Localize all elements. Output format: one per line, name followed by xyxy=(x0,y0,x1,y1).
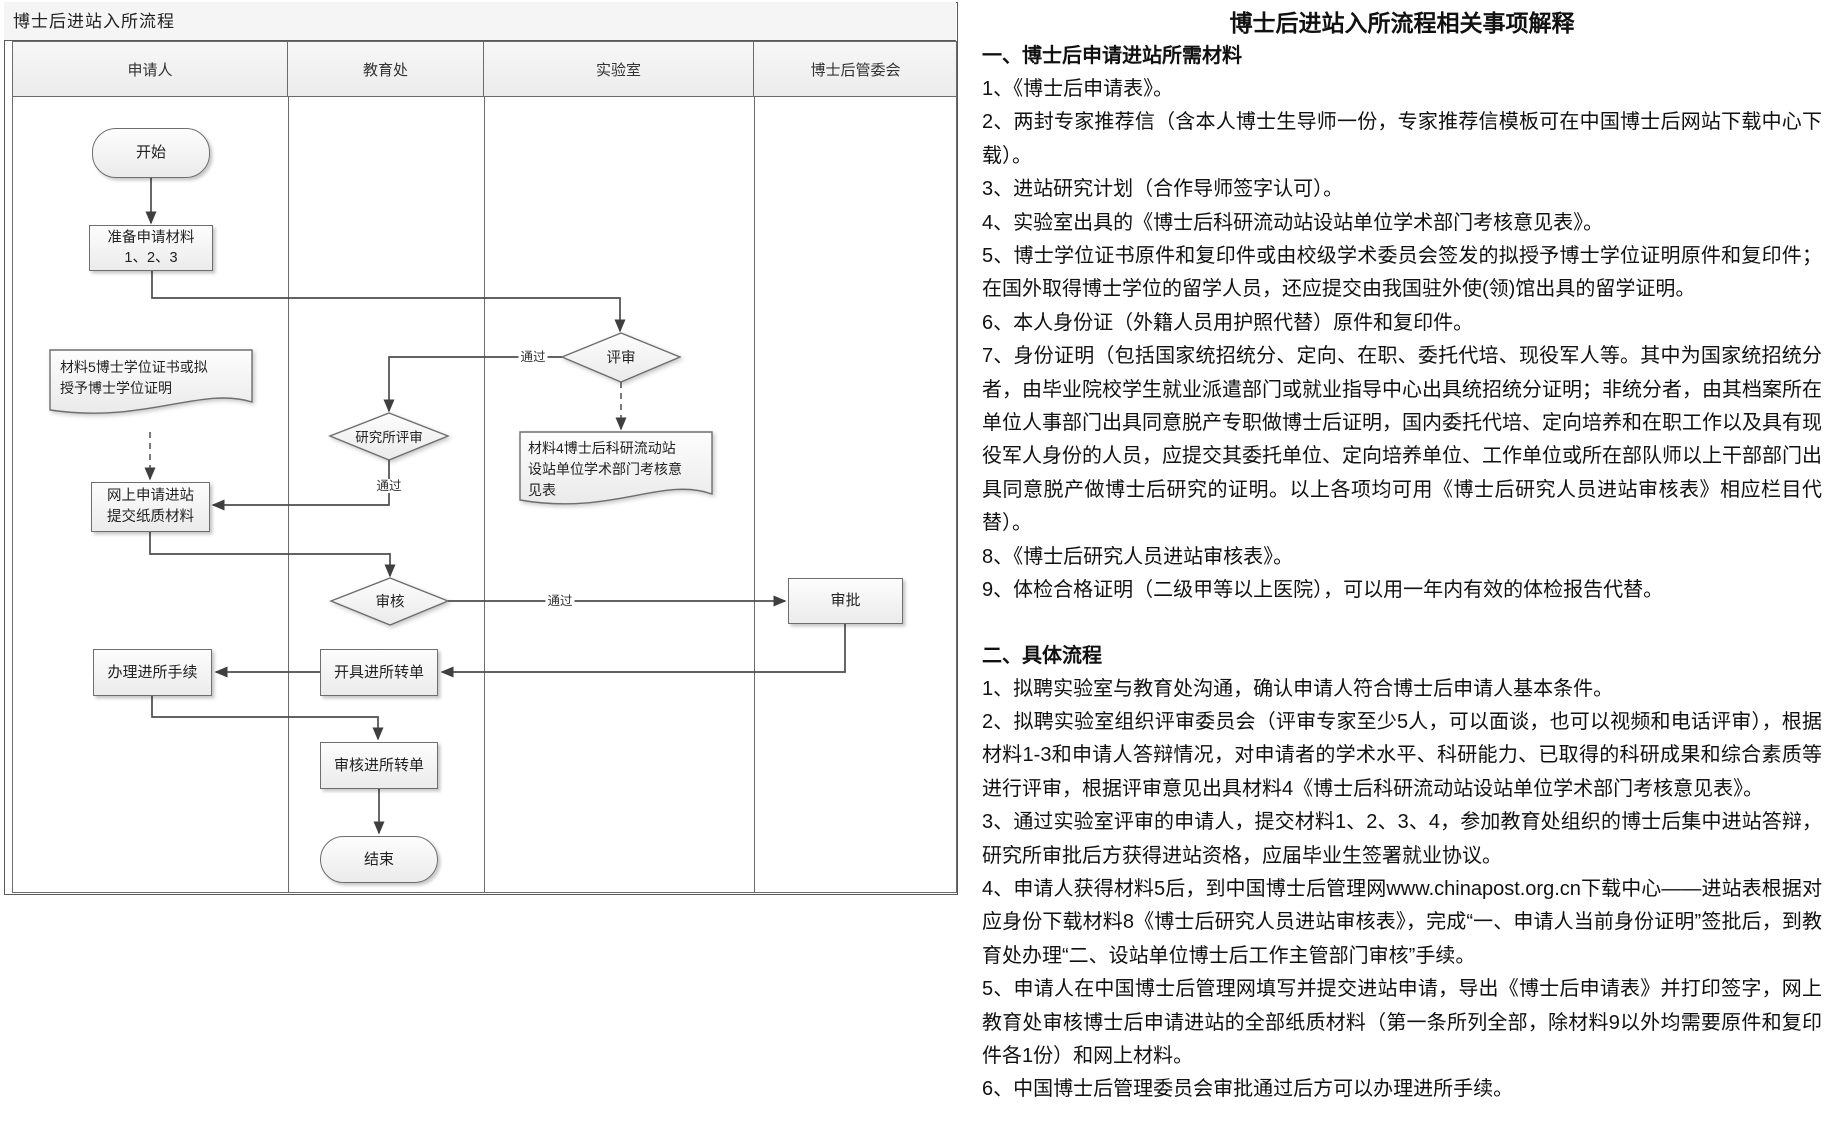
doc5-line1: 材料5博士学位证书或拟 xyxy=(60,359,208,375)
section2-item-1: 1、拟聘实验室与教育处沟通，确认申请人符合博士后申请人基本条件。 xyxy=(982,677,1614,700)
lane-header-applicant: 申请人 xyxy=(13,42,288,96)
lane-header-postdoc-committee: 博士后管委会 xyxy=(810,61,901,79)
pass-label-audit: 通过 xyxy=(545,594,575,608)
flowchart-panel: 博士后进站入所流程 申请人 教育处 实验室 博士后管委会 xyxy=(4,2,958,895)
lane-header-laboratory: 实验室 xyxy=(484,42,754,96)
section2-heading: 二、具体流程 xyxy=(982,644,1102,667)
handle-admission-node: 办理进所手续 xyxy=(93,649,212,696)
section1-item-1: 1、《博士后申请表》。 xyxy=(982,78,1174,100)
swimlane-table: 申请人 教育处 实验室 博士后管委会 xyxy=(12,41,957,893)
doc4-text: 材料4博士后科研流动站 设站单位学术部门考核意 见表 xyxy=(528,438,708,501)
doc4-line2: 设站单位学术部门考核意 xyxy=(528,461,682,477)
approve-node: 审批 xyxy=(788,578,903,624)
notes-panel: 博士后进站入所流程相关事项解释 一、博士后申请进站所需材料 1、《博士后申请表》… xyxy=(976,0,1832,1121)
prepare-materials-node: 准备申请材料 1、2、3 xyxy=(89,225,213,271)
issue-transfer-node: 开具进所转单 xyxy=(320,649,438,696)
web-apply-line1: 网上申请进站 xyxy=(107,488,194,504)
doc4-line3: 见表 xyxy=(528,482,556,498)
notes-title: 博士后进站入所流程相关事项解释 xyxy=(1229,10,1575,36)
section1-item-5: 5、博士学位证书原件和复印件或由校级学术委员会签发的拟授予博士学位证明原件和复印… xyxy=(982,245,1822,301)
lane-header-education-office: 教育处 xyxy=(288,42,484,96)
audit-transfer-label: 审核进所转单 xyxy=(333,756,424,774)
web-apply-node: 网上申请进站 提交纸质材料 xyxy=(91,482,210,532)
audit-transfer-node: 审核进所转单 xyxy=(320,742,438,789)
audit-label: 审核 xyxy=(375,594,405,611)
pass-label-institute: 通过 xyxy=(374,479,404,493)
lane-divider-1 xyxy=(288,97,289,893)
section1-item-8: 8、《博士后研究人员进站审核表》。 xyxy=(982,545,1294,568)
section1-item-6: 6、本人身份证（外籍人员用护照代替）原件和复印件。 xyxy=(982,311,1474,334)
end-label: 结束 xyxy=(363,850,394,868)
end-node: 结束 xyxy=(320,836,438,883)
table-right-border xyxy=(956,41,957,893)
section1-item-7: 7、身份证明（包括国家统招统分、定向、在职、委托代培、现役军人等。其中为国家统招… xyxy=(982,345,1822,535)
section1-item-4: 4、实验室出具的《博士后科研流动站设站单位学术部门考核意见表》。 xyxy=(982,211,1604,234)
prepare-line1: 准备申请材料 xyxy=(107,230,195,246)
web-apply-line2: 提交纸质材料 xyxy=(107,509,194,525)
start-label: 开始 xyxy=(135,144,166,161)
handle-admission-label: 办理进所手续 xyxy=(107,663,198,681)
section2-item-6: 6、中国博士后管理委员会审批通过后方可以办理进所手续。 xyxy=(982,1078,1514,1101)
section2-item-2: 2、拟聘实验室组织评审委员会（评审专家至少5人，可以面谈，也可以视频和电话评审）… xyxy=(982,710,1822,800)
section1-item-2: 2、两封专家推荐信（含本人博士生导师一份，专家推荐信模板可在中国博士后网站下载中… xyxy=(982,111,1822,167)
flowchart-title: 博士后进站入所流程 xyxy=(4,2,956,41)
section1-heading: 一、博士后申请进站所需材料 xyxy=(982,45,1242,67)
institute-review-label: 研究所评审 xyxy=(355,430,423,445)
review-label: 评审 xyxy=(606,350,636,367)
section2-item-5: 5、申请人在中国博士后管理网填写并提交进站申请，导出《博士后申请表》并打印签字，… xyxy=(982,978,1822,1067)
approve-label: 审批 xyxy=(830,592,861,609)
section1-item-3: 3、进站研究计划（合作导师签字认可）。 xyxy=(982,178,1344,201)
pass-label-review: 通过 xyxy=(518,350,548,364)
issue-transfer-label: 开具进所转单 xyxy=(333,663,424,681)
lane-divider-3 xyxy=(754,97,755,893)
table-bottom-border xyxy=(13,892,957,893)
start-node: 开始 xyxy=(92,128,210,178)
swimlane-header-row: 申请人 教育处 实验室 博士后管委会 xyxy=(13,41,957,97)
section1-item-9: 9、体检合格证明（二级甲等以上医院），可以用一年内有效的体检报告代替。 xyxy=(982,579,1664,602)
prepare-line2: 1、2、3 xyxy=(124,250,178,266)
lane-divider-2 xyxy=(484,97,485,893)
doc4-line1: 材料4博士后科研流动站 xyxy=(528,440,676,456)
section2-item-4: 4、申请人获得材料5后，到中国博士后管理网www.chinapost.org.c… xyxy=(982,877,1822,967)
doc5-line2: 授予博士学位证明 xyxy=(60,380,172,396)
section2-item-3: 3、通过实验室评审的申请人，提交材料1、2、3、4，参加教育处组织的博士后集中进… xyxy=(982,811,1822,867)
doc5-text: 材料5博士学位证书或拟 授予博士学位证明 xyxy=(60,357,242,399)
